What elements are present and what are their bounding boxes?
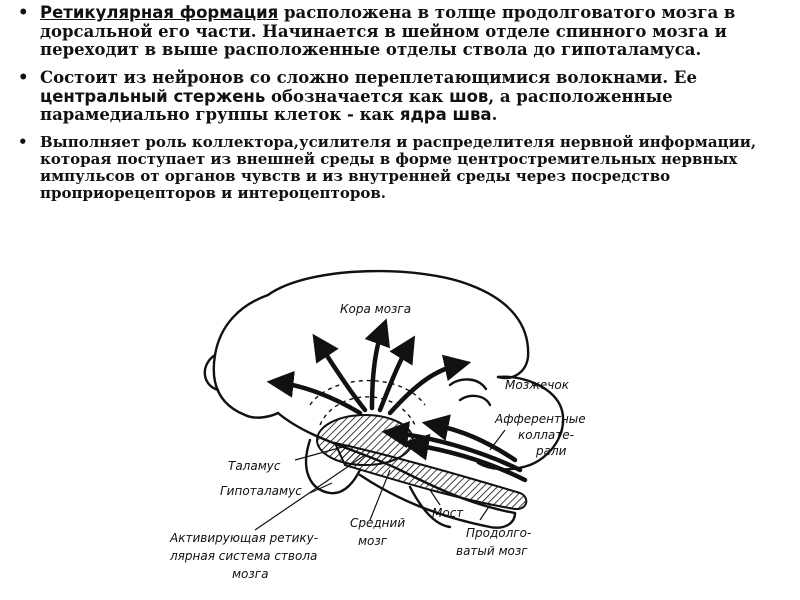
label-ras-3: мозга xyxy=(232,567,268,581)
label-cortex: Кора мозга xyxy=(340,302,411,316)
label-afferent-3: рали xyxy=(535,444,567,458)
term-reticular-formation: Ретикулярная формация xyxy=(40,3,279,22)
label-thalamus: Таламус xyxy=(228,459,281,473)
afferent-arrows xyxy=(381,414,528,483)
arrow-up-right xyxy=(377,335,416,413)
label-ras-2: лярная система ствола xyxy=(169,549,317,563)
pointer-lines xyxy=(254,429,506,531)
label-afferent-2: коллате- xyxy=(518,428,574,442)
bullet-text: Выполняет роль коллектора,усилителя и ра… xyxy=(40,132,757,202)
afferent-arrow xyxy=(421,414,518,463)
brain-diagram-svg: Кора мозга Мозжечок Афферентные коллате-… xyxy=(169,269,586,581)
bullet-text: . xyxy=(491,105,498,125)
label-ras-1: Активирующая ретику- xyxy=(169,531,318,545)
label-midbrain-1: Средний xyxy=(350,516,405,530)
cerebral-cortex-outline xyxy=(266,269,530,380)
bullet-list: • Ретикулярная формация расположена в то… xyxy=(10,3,795,202)
term-raphe: шов xyxy=(449,86,489,106)
olfactory-outline xyxy=(203,353,220,392)
bullet-marker: • xyxy=(18,132,28,151)
pointer-medulla xyxy=(479,504,491,521)
bullet-marker: • xyxy=(18,67,29,87)
bullet-item-reticular-formation: • Ретикулярная формация расположена в то… xyxy=(10,3,795,60)
arrow-up xyxy=(364,318,391,411)
label-medulla-2: ватый мозг xyxy=(456,544,528,558)
term-raphe-nuclei: ядра шва xyxy=(399,105,492,125)
pointer-thalamus xyxy=(294,444,351,461)
pons-outline xyxy=(408,485,452,529)
label-hypothalamus: Гипоталамус xyxy=(220,484,302,498)
frontal-lobe-outline xyxy=(212,293,280,419)
cerebellum-folia xyxy=(448,378,492,407)
pointer-midbrain xyxy=(369,469,391,521)
brain-diagram: Кора мозга Мозжечок Афферентные коллате-… xyxy=(160,265,620,590)
label-medulla-1: Продолго- xyxy=(466,526,531,540)
hypothalamus-outline xyxy=(304,438,362,495)
term-central-core: центральный стержень xyxy=(40,86,266,106)
label-midbrain-2: мозг xyxy=(358,534,388,548)
thalamus-region xyxy=(309,379,528,511)
radiating-arrows xyxy=(266,318,472,416)
brain-outline xyxy=(203,269,565,529)
arrow-right xyxy=(387,354,472,416)
bullet-text: , а расположенные парамедиально группы к… xyxy=(40,86,673,125)
pointer-afferent xyxy=(489,429,506,451)
bullet-marker: • xyxy=(18,3,29,22)
bullet-item-function: • Выполняет роль коллектора,усилителя и … xyxy=(10,132,795,202)
bullet-text: расположена в толще продолговатого мозга… xyxy=(40,3,736,60)
bullet-text: обозначается как xyxy=(265,86,450,106)
dashed-arc xyxy=(309,379,426,406)
pointer-hypothalamus xyxy=(309,482,333,494)
pointer-pons xyxy=(429,489,441,506)
arrow-up-left-high xyxy=(312,333,368,413)
reticular-formation-core xyxy=(333,441,528,511)
label-cerebellum: Мозжечок xyxy=(505,378,570,392)
bullet-item-structure: • Состоит из нейронов со сложно переплет… xyxy=(10,67,795,125)
pointer-ras xyxy=(254,454,366,531)
arrow-up-left xyxy=(266,370,363,416)
bullet-text: Состоит из нейронов со сложно переплетаю… xyxy=(40,67,697,87)
label-pons: Мост xyxy=(432,506,464,520)
dashed-arc xyxy=(319,396,416,426)
afferent-arrow xyxy=(401,433,528,483)
label-afferent-1: Афферентные xyxy=(494,412,586,426)
